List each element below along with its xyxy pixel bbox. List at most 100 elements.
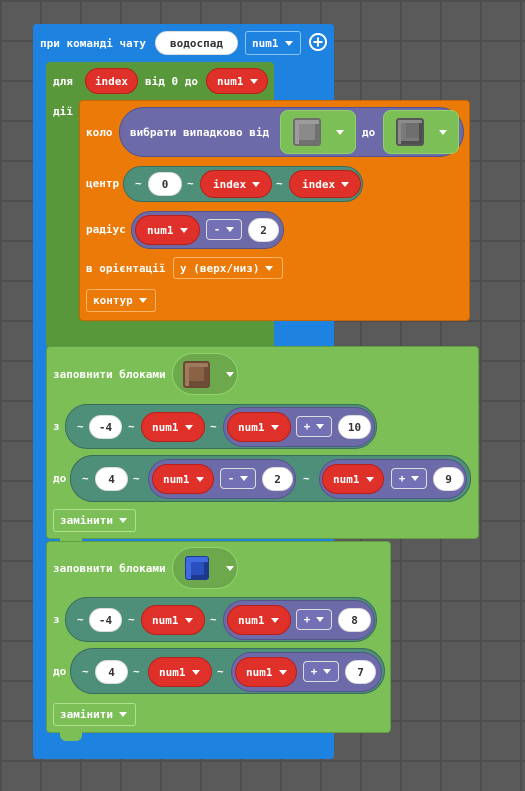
chevron-down-icon (316, 617, 325, 622)
chevron-down-icon (439, 130, 447, 135)
radius-num-field[interactable]: 2 (248, 218, 279, 242)
event-param-dropdown[interactable]: num1 (245, 31, 301, 55)
tilde-icon: ~ (135, 177, 142, 190)
fill1-to-y-num-field[interactable]: 2 (262, 467, 293, 491)
fill2-from-z-op-dropdown[interactable]: + (296, 609, 332, 630)
fill2-to-z-num-field[interactable]: 7 (345, 660, 376, 684)
tilde-icon: ~ (187, 177, 194, 190)
fill1-from-z-op-dropdown[interactable]: + (296, 416, 332, 437)
fill2-to-y-dropdown[interactable]: num1 (148, 657, 212, 687)
event-param-label: num1 (252, 36, 279, 50)
chevron-down-icon (118, 712, 127, 717)
tilde-icon: ~ (133, 665, 140, 678)
chevron-down-icon (278, 669, 287, 675)
fill2-from-z-var-label: num1 (238, 613, 265, 627)
fill2-to-label: до (53, 665, 67, 678)
fill2-to-z-op-dropdown[interactable]: + (303, 661, 339, 682)
loop-var-pill[interactable]: index (85, 68, 138, 94)
fill1-to-z-var-label: num1 (333, 472, 360, 486)
chevron-down-icon (226, 566, 234, 571)
fill1-to-x-field[interactable]: 4 (95, 467, 128, 491)
radius-op-label: - (213, 223, 221, 236)
fill2-to-y-label: num1 (159, 665, 186, 679)
center-label: центр (86, 177, 120, 190)
chevron-down-icon (138, 298, 147, 303)
fill1-from-z-var-dropdown[interactable]: num1 (227, 412, 291, 442)
outline-mode-dropdown[interactable]: контур (86, 289, 156, 312)
command-name-field[interactable]: водоспад (155, 31, 238, 55)
chevron-down-icon (323, 669, 332, 674)
chevron-down-icon (316, 424, 325, 429)
center-z-dropdown[interactable]: index (289, 170, 361, 198)
center-y-dropdown[interactable]: index (200, 170, 272, 198)
circle-title: коло (86, 126, 113, 139)
chevron-down-icon (191, 669, 200, 675)
fill1-to-label: до (53, 472, 67, 485)
tilde-icon: ~ (128, 420, 135, 433)
fill1-from-x-field[interactable]: -4 (89, 415, 122, 439)
loop-bottom-notch (60, 340, 82, 350)
chevron-down-icon (341, 181, 350, 187)
chevron-down-icon (270, 617, 279, 623)
fill2-from-label: з (53, 613, 60, 626)
fill1-from-z-num-field[interactable]: 10 (338, 415, 371, 439)
cobblestone-block-icon (396, 118, 424, 146)
fill1-to-y-op-dropdown[interactable]: - (220, 468, 256, 489)
fill1-to-z-num-field[interactable]: 9 (433, 467, 464, 491)
fill2-to-z-var-label: num1 (246, 665, 273, 679)
fill2-from-z-op-label: + (303, 613, 311, 626)
loop-do-label: дії (53, 105, 73, 118)
fill1-from-label: з (53, 420, 60, 433)
fill1-to-z-op-label: + (398, 472, 406, 485)
tilde-icon: ~ (77, 420, 84, 433)
fill2-from-x-field[interactable]: -4 (89, 608, 122, 632)
outline-mode-value: контур (93, 294, 133, 307)
orientation-value: y (верх/низ) (180, 261, 260, 275)
chevron-down-icon (184, 617, 193, 623)
fill2-bottom-notch (60, 732, 82, 741)
fill1-mode-dropdown[interactable]: замінити (53, 509, 136, 532)
chevron-down-icon (240, 476, 249, 481)
fill2-mode-value: замінити (60, 708, 113, 721)
tilde-icon: ~ (77, 613, 84, 626)
fill2-to-x-field[interactable]: 4 (95, 660, 128, 684)
chevron-down-icon (179, 227, 188, 233)
fill1-to-z-var-dropdown[interactable]: num1 (322, 464, 384, 494)
tilde-icon: ~ (217, 665, 224, 678)
tilde-icon: ~ (303, 472, 310, 485)
fill1-to-z-op-dropdown[interactable]: + (391, 468, 427, 489)
fill2-from-z-num-field[interactable]: 8 (338, 608, 371, 632)
center-x-field[interactable]: 0 (148, 172, 182, 196)
random-to-label: до (362, 126, 376, 139)
dirt-block-icon (183, 361, 210, 388)
fill2-to-z-op-label: + (310, 665, 318, 678)
chevron-down-icon (252, 181, 261, 187)
fill2-from-y-dropdown[interactable]: num1 (141, 605, 205, 635)
fill2-from-y-label: num1 (152, 613, 179, 627)
fill2-label: заповнити блоками (53, 562, 166, 575)
fill1-from-y-dropdown[interactable]: num1 (141, 412, 205, 442)
fill1-from-z-op-label: + (303, 420, 311, 433)
event-label: при команді чату (40, 37, 146, 50)
add-param-icon[interactable] (309, 33, 327, 51)
fill1-mode-value: замінити (60, 514, 113, 527)
fill1-from-y-label: num1 (152, 420, 179, 434)
orientation-dropdown[interactable]: y (верх/низ) (173, 257, 283, 279)
chevron-down-icon (336, 130, 344, 135)
chevron-down-icon (365, 476, 374, 482)
fill2-from-z-var-dropdown[interactable]: num1 (227, 605, 291, 635)
radius-op-dropdown[interactable]: - (206, 219, 242, 240)
radius-label: радіус (86, 223, 126, 236)
center-z-label: index (302, 177, 336, 191)
radius-var-dropdown[interactable]: num1 (135, 215, 200, 245)
chevron-down-icon (270, 424, 279, 430)
fill2-mode-dropdown[interactable]: замінити (53, 703, 136, 726)
radius-var-label: num1 (147, 223, 174, 237)
fill1-to-y-var-dropdown[interactable]: num1 (152, 464, 214, 494)
chevron-down-icon (411, 476, 420, 481)
fill2-to-z-var-dropdown[interactable]: num1 (235, 657, 297, 687)
tilde-icon: ~ (276, 177, 283, 190)
chevron-down-icon (118, 518, 127, 523)
tilde-icon: ~ (133, 472, 140, 485)
loop-to-var-dropdown[interactable]: num1 (206, 68, 268, 94)
